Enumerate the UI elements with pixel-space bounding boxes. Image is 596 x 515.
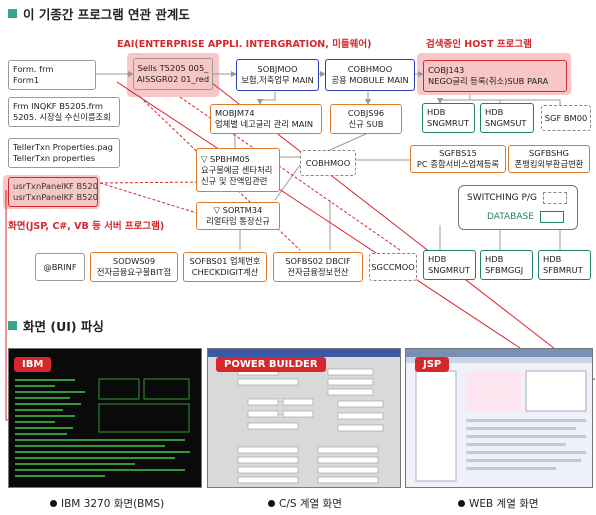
section-title-ui-parsing: 화면 (UI) 파싱 (8, 316, 104, 335)
bullet-icon (268, 500, 275, 507)
eai-label: EAI(ENTERPRISE APPLI. INTERGRATION, 미들웨어… (117, 39, 372, 50)
section-square-icon (8, 321, 17, 330)
ibm-screen-image (15, 378, 190, 477)
section-title-text: 이 기종간 프로그램 연관 관계도 (23, 7, 190, 22)
caption-ibm: IBM 3270 화면(BMS) (50, 496, 164, 511)
bullet-icon (50, 500, 57, 507)
cobhmoo-mid-box[interactable]: COBHMOO (300, 150, 356, 176)
jsp-screen-thumbnail (405, 348, 593, 488)
sgf-bm00-box[interactable]: SGF BM00 (541, 105, 591, 131)
caption-web: WEB 계열 화면 (458, 496, 539, 511)
screen-highlight (3, 175, 100, 209)
host-label: 검색중인 HOST 프로그램 (426, 39, 532, 50)
ibm-tag: IBM (14, 357, 52, 372)
jsp-screen-image (406, 349, 592, 482)
usrtxn-box[interactable]: usrTxnPanelKF B5205.ctlusrTxnPanelKF B52… (8, 177, 98, 207)
caption-cs: C/S 계열 화면 (268, 496, 342, 511)
bullet-icon (458, 500, 465, 507)
sells-box[interactable]: Sells T5205 005_AISSGR02 01_red (133, 58, 213, 90)
legend-switching: SWITCHING P/G (467, 192, 567, 204)
legend-database: DATABASE (487, 211, 564, 223)
brinf-box[interactable]: @BRINF (35, 253, 85, 281)
section-square-icon (8, 9, 17, 18)
section-title-relations: 이 기종간 프로그램 연관 관계도 (8, 4, 190, 23)
legend-database-swatch (539, 211, 564, 223)
screen-label: 화면(JSP, C#, VB 등 서버 프로그램) (8, 221, 165, 232)
powerbuilder-screen-image (208, 349, 400, 484)
legend-switching-swatch (542, 192, 567, 204)
sgcmoo-box[interactable]: SGCCMOO (369, 253, 417, 281)
section-title-text: 화면 (UI) 파싱 (23, 319, 104, 334)
legend-box: SWITCHING P/G DATABASE (458, 185, 578, 230)
powerbuilder-tag: POWER BUILDER (216, 357, 326, 372)
jsp-tag: JSP (415, 357, 450, 372)
